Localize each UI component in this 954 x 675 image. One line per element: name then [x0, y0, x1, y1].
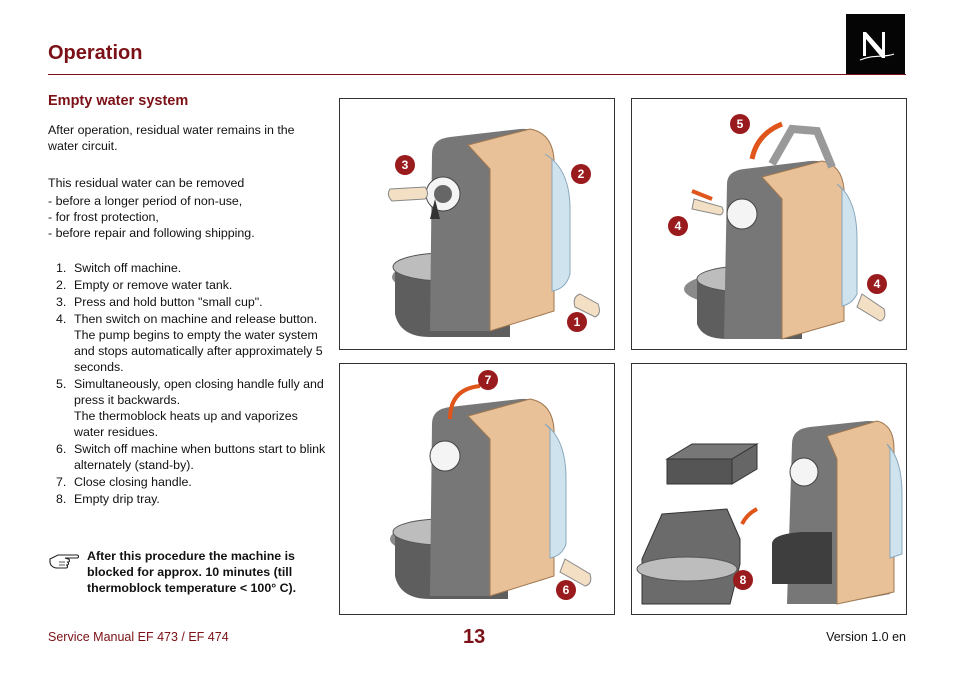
step-item: 1.Switch off machine.	[56, 261, 182, 275]
removal-list: - before a longer period of non-use, - f…	[48, 193, 328, 241]
step-badge: 4	[867, 274, 887, 294]
step-item: 6.Switch off machine when buttons start …	[56, 442, 326, 472]
step-detail: The pump begins to empty the water syste…	[74, 328, 323, 374]
step-badge: 1	[567, 312, 587, 332]
step-item: 8.Empty drip tray.	[56, 492, 160, 506]
step-detail: The thermoblock heats up and vaporizes w…	[74, 409, 298, 439]
machine-illustration	[684, 121, 886, 340]
step-item: 7.Close closing handle.	[56, 475, 192, 489]
procedure-steps: 1.Switch off machine. 2.Empty or remove …	[48, 260, 328, 508]
step-item: 2.Empty or remove water tank.	[56, 278, 233, 292]
step-item: 4.Then switch on machine and release but…	[48, 311, 328, 375]
step-badge: 4	[668, 216, 688, 236]
step-badge: 7	[478, 370, 498, 390]
intro-text: After operation, residual water remains …	[48, 123, 295, 153]
footer-version: Version 1.0 en	[826, 630, 906, 644]
removal-lead: This residual water can be removed	[48, 176, 245, 190]
figure-step-1-3: 3 2 1	[339, 98, 615, 350]
list-item: - before a longer period of non-use,	[48, 194, 243, 208]
machine-illustration	[636, 420, 903, 605]
list-item: - before repair and following shipping.	[48, 226, 255, 240]
step-item: 5.Simultaneously, open closing handle fu…	[48, 376, 328, 440]
note-text: After this procedure the machine is bloc…	[87, 549, 297, 595]
step-badge: 5	[730, 114, 750, 134]
figure-step-6-7: 7 6	[339, 363, 615, 615]
pointing-hand-icon	[48, 550, 80, 575]
list-item: - for frost protection,	[48, 210, 159, 224]
step-badge: 6	[556, 580, 576, 600]
page-number: 13	[463, 626, 486, 648]
machine-illustration	[390, 384, 592, 599]
step-badge: 3	[395, 155, 415, 175]
header-rule	[48, 74, 906, 75]
page-title: Operation	[48, 42, 143, 64]
footer-manual-title: Service Manual EF 473 / EF 474	[48, 630, 229, 644]
step-item: 3.Press and hold button "small cup".	[56, 295, 263, 309]
step-badge: 2	[571, 164, 591, 184]
machine-illustration	[387, 128, 600, 337]
section-title: Empty water system	[48, 93, 189, 109]
step-badge: 8	[733, 570, 753, 590]
removal-conditions: This residual water can be removed - bef…	[48, 175, 328, 241]
figure-step-4-5: 5 4 4	[631, 98, 907, 350]
brand-logo	[846, 14, 905, 74]
figure-step-8: 8	[631, 363, 907, 615]
